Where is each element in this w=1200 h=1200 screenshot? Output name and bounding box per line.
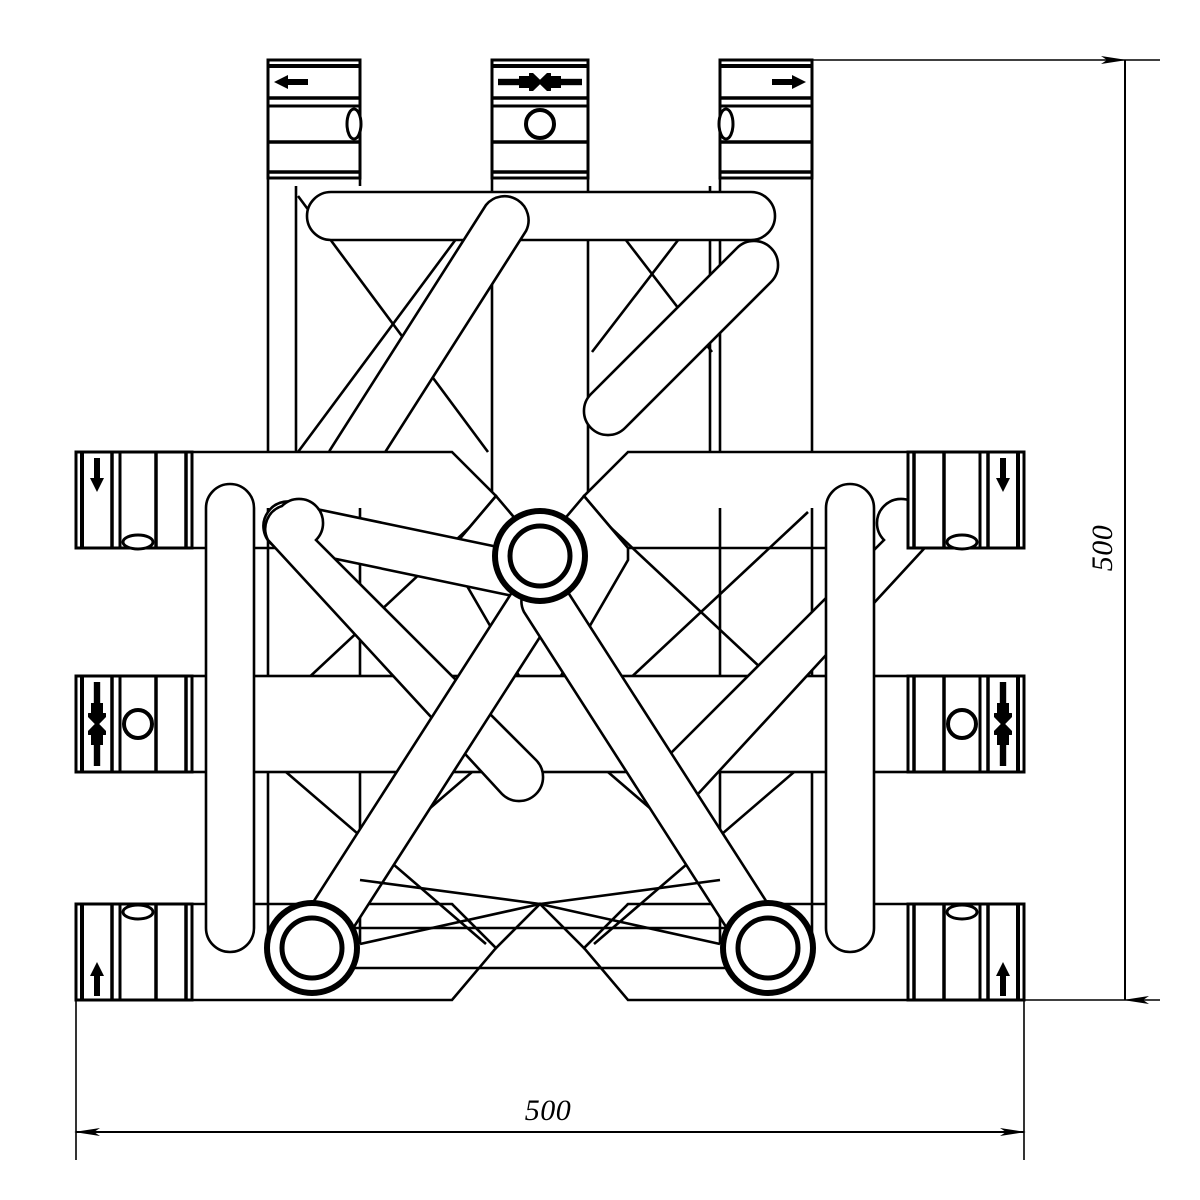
brace-tube-vert-right-diagonal	[582, 239, 780, 437]
hole-ellipse	[121, 903, 155, 921]
dimension-horizontal-label: 500	[525, 1094, 572, 1127]
hole-ellipse	[945, 903, 979, 921]
connector-right-upper	[906, 450, 1026, 551]
hole-ellipse	[121, 533, 155, 551]
node-bottom-right	[720, 900, 816, 996]
dimension-vertical	[812, 56, 1160, 1004]
connector-top-right	[717, 58, 814, 180]
main-brace-tubes	[204, 482, 937, 954]
connector-right-middle	[906, 674, 1026, 774]
hole-ellipse	[345, 107, 363, 141]
connector-left-lower	[74, 902, 194, 1002]
connector-right-lower	[906, 902, 1026, 1002]
dimension-horizontal	[74, 1000, 1026, 1160]
connector-left-middle	[74, 674, 194, 774]
lower-bay-bracing	[359, 878, 721, 946]
connector-top-left	[266, 58, 363, 180]
hole-ellipse	[717, 107, 735, 141]
hole-circle	[122, 708, 154, 740]
brace-tube-top-horizontal	[305, 190, 777, 242]
hole-circle	[946, 708, 978, 740]
connector-top-center	[490, 58, 590, 180]
node-bottom-left	[264, 900, 360, 996]
hole-ellipse	[945, 533, 979, 551]
bottom-chord-span	[312, 926, 768, 970]
dimension-vertical-label: 500	[1086, 525, 1119, 572]
node-center-top	[492, 508, 588, 604]
connector-left-upper	[74, 450, 194, 551]
hole-circle	[524, 108, 556, 140]
